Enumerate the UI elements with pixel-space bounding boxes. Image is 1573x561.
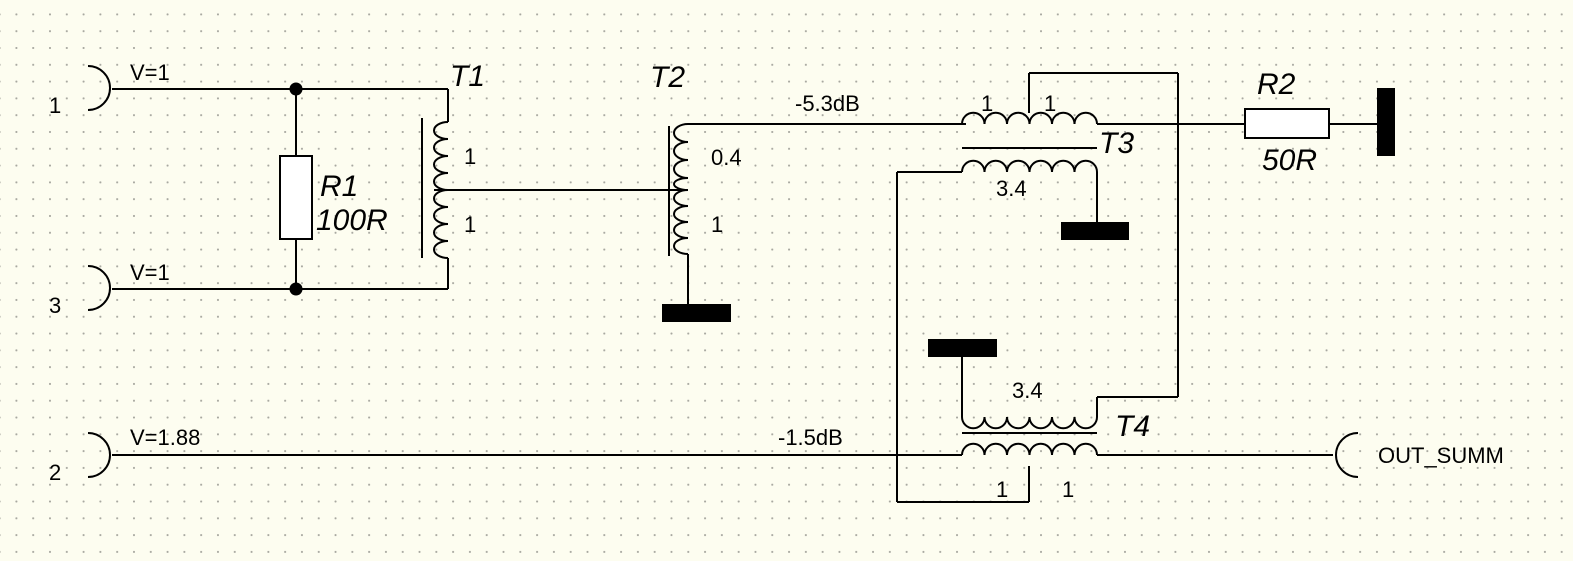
- resistor-r1-value: 100R: [316, 204, 388, 237]
- transformer-t4-turns-left: 1: [996, 477, 1008, 502]
- transformer-t3[interactable]: T3 1 1 3.4: [897, 72, 1245, 240]
- port-2[interactable]: 2 V=1.88 -1.5dB: [49, 425, 962, 485]
- ground-icon: [1061, 222, 1129, 240]
- transformer-t4[interactable]: T4 3.4 1 1: [928, 339, 1150, 502]
- resistor-r2[interactable]: R2 50R: [1244, 68, 1395, 177]
- transformer-t4-turns-right: 1: [1062, 477, 1074, 502]
- port-3-voltage: V=1: [130, 260, 170, 285]
- transformer-t1[interactable]: T1 1 1: [421, 60, 688, 289]
- port-2-voltage: V=1.88: [130, 425, 200, 450]
- resistor-r2-value: 50R: [1262, 144, 1317, 177]
- transformer-t2-winding: [673, 123, 689, 255]
- ground-icon: [1377, 88, 1395, 156]
- transformer-t3-primary: [961, 111, 1098, 125]
- port-2-connector: [87, 432, 111, 478]
- transformer-t3-secondary: [961, 159, 1098, 173]
- level-annotation: -5.3dB: [795, 91, 860, 116]
- transformer-t2[interactable]: T2 0.4 1 -5.3dB: [650, 61, 966, 322]
- port-3-number: 3: [49, 293, 61, 318]
- port-1-number: 1: [49, 93, 61, 118]
- output-port-connector: [1335, 432, 1359, 478]
- ground-icon: [928, 339, 997, 357]
- transformer-t2-turns-bottom: 1: [711, 212, 723, 237]
- resistor-r1[interactable]: R1 100R: [279, 82, 388, 296]
- resistor-r1-body: [279, 155, 313, 240]
- transformer-t2-ref: T2: [650, 61, 685, 94]
- port-1-voltage: V=1: [130, 60, 170, 85]
- transformer-t4-secondary: [961, 416, 1098, 430]
- output-port[interactable]: OUT_SUMM: [1097, 432, 1504, 478]
- output-port-name: OUT_SUMM: [1378, 443, 1504, 468]
- transformer-t4-primary: [961, 442, 1098, 456]
- transformer-t4-ref: T4: [1115, 410, 1150, 443]
- port-1-connector: [87, 65, 111, 111]
- resistor-r1-ref: R1: [320, 170, 358, 203]
- transformer-t2-turns-top: 0.4: [711, 145, 742, 170]
- level-annotation: -1.5dB: [778, 425, 843, 450]
- transformer-t1-turns-bottom: 1: [464, 212, 476, 237]
- port-3[interactable]: 3 V=1: [49, 260, 448, 318]
- resistor-r2-body: [1244, 108, 1330, 139]
- port-2-number: 2: [49, 460, 61, 485]
- transformer-t3-turns-left: 1: [981, 91, 993, 116]
- transformer-t4-turns-secondary: 3.4: [1012, 378, 1043, 403]
- ground-icon: [662, 304, 731, 322]
- transformer-t3-turns-secondary: 3.4: [996, 176, 1027, 201]
- port-1[interactable]: 1 V=1: [49, 60, 448, 118]
- transformer-t1-turns-top: 1: [464, 144, 476, 169]
- resistor-r2-ref: R2: [1257, 68, 1296, 101]
- port-3-connector: [87, 265, 111, 311]
- transformer-t3-turns-right: 1: [1044, 91, 1056, 116]
- transformer-t3-ref: T3: [1099, 127, 1134, 160]
- transformer-t1-ref: T1: [450, 60, 485, 93]
